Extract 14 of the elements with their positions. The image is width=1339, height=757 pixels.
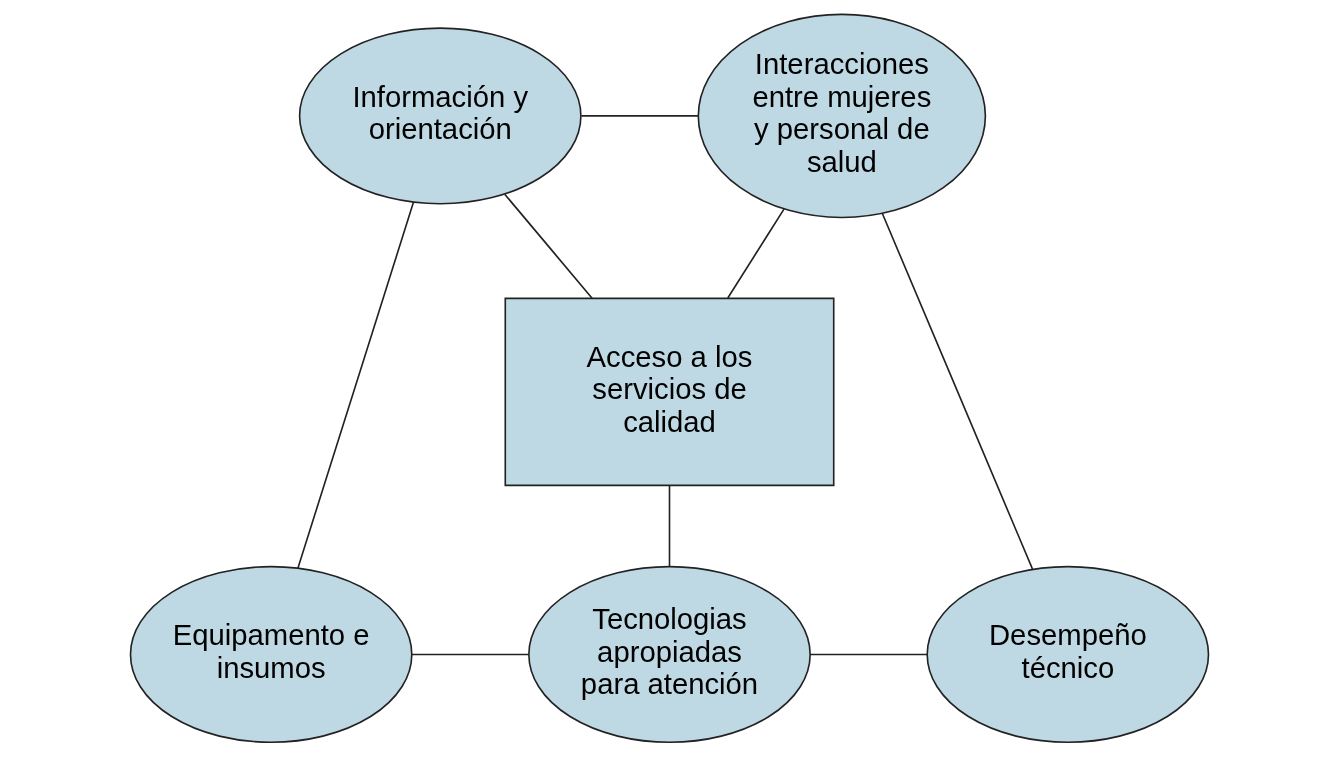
node-ellipse: Desempeño técnico: [926, 565, 1210, 744]
node-ellipse: Tecnologias apropiadas para atención: [528, 565, 811, 744]
node-box: Acceso a los servicios de calidad: [504, 297, 835, 487]
connector: [503, 193, 593, 299]
connector: [668, 484, 671, 568]
connector: [727, 208, 785, 299]
connector: [411, 653, 530, 656]
connector: [297, 201, 415, 569]
node-ellipse: Información y orientación: [298, 27, 582, 205]
connector: [881, 212, 1034, 571]
connector: [580, 115, 699, 117]
connector: [809, 653, 928, 656]
node-ellipse: Equipamento e insumos: [129, 565, 413, 744]
node-ellipse: Interacciones entre mujeres y personal de salud: [697, 13, 987, 219]
